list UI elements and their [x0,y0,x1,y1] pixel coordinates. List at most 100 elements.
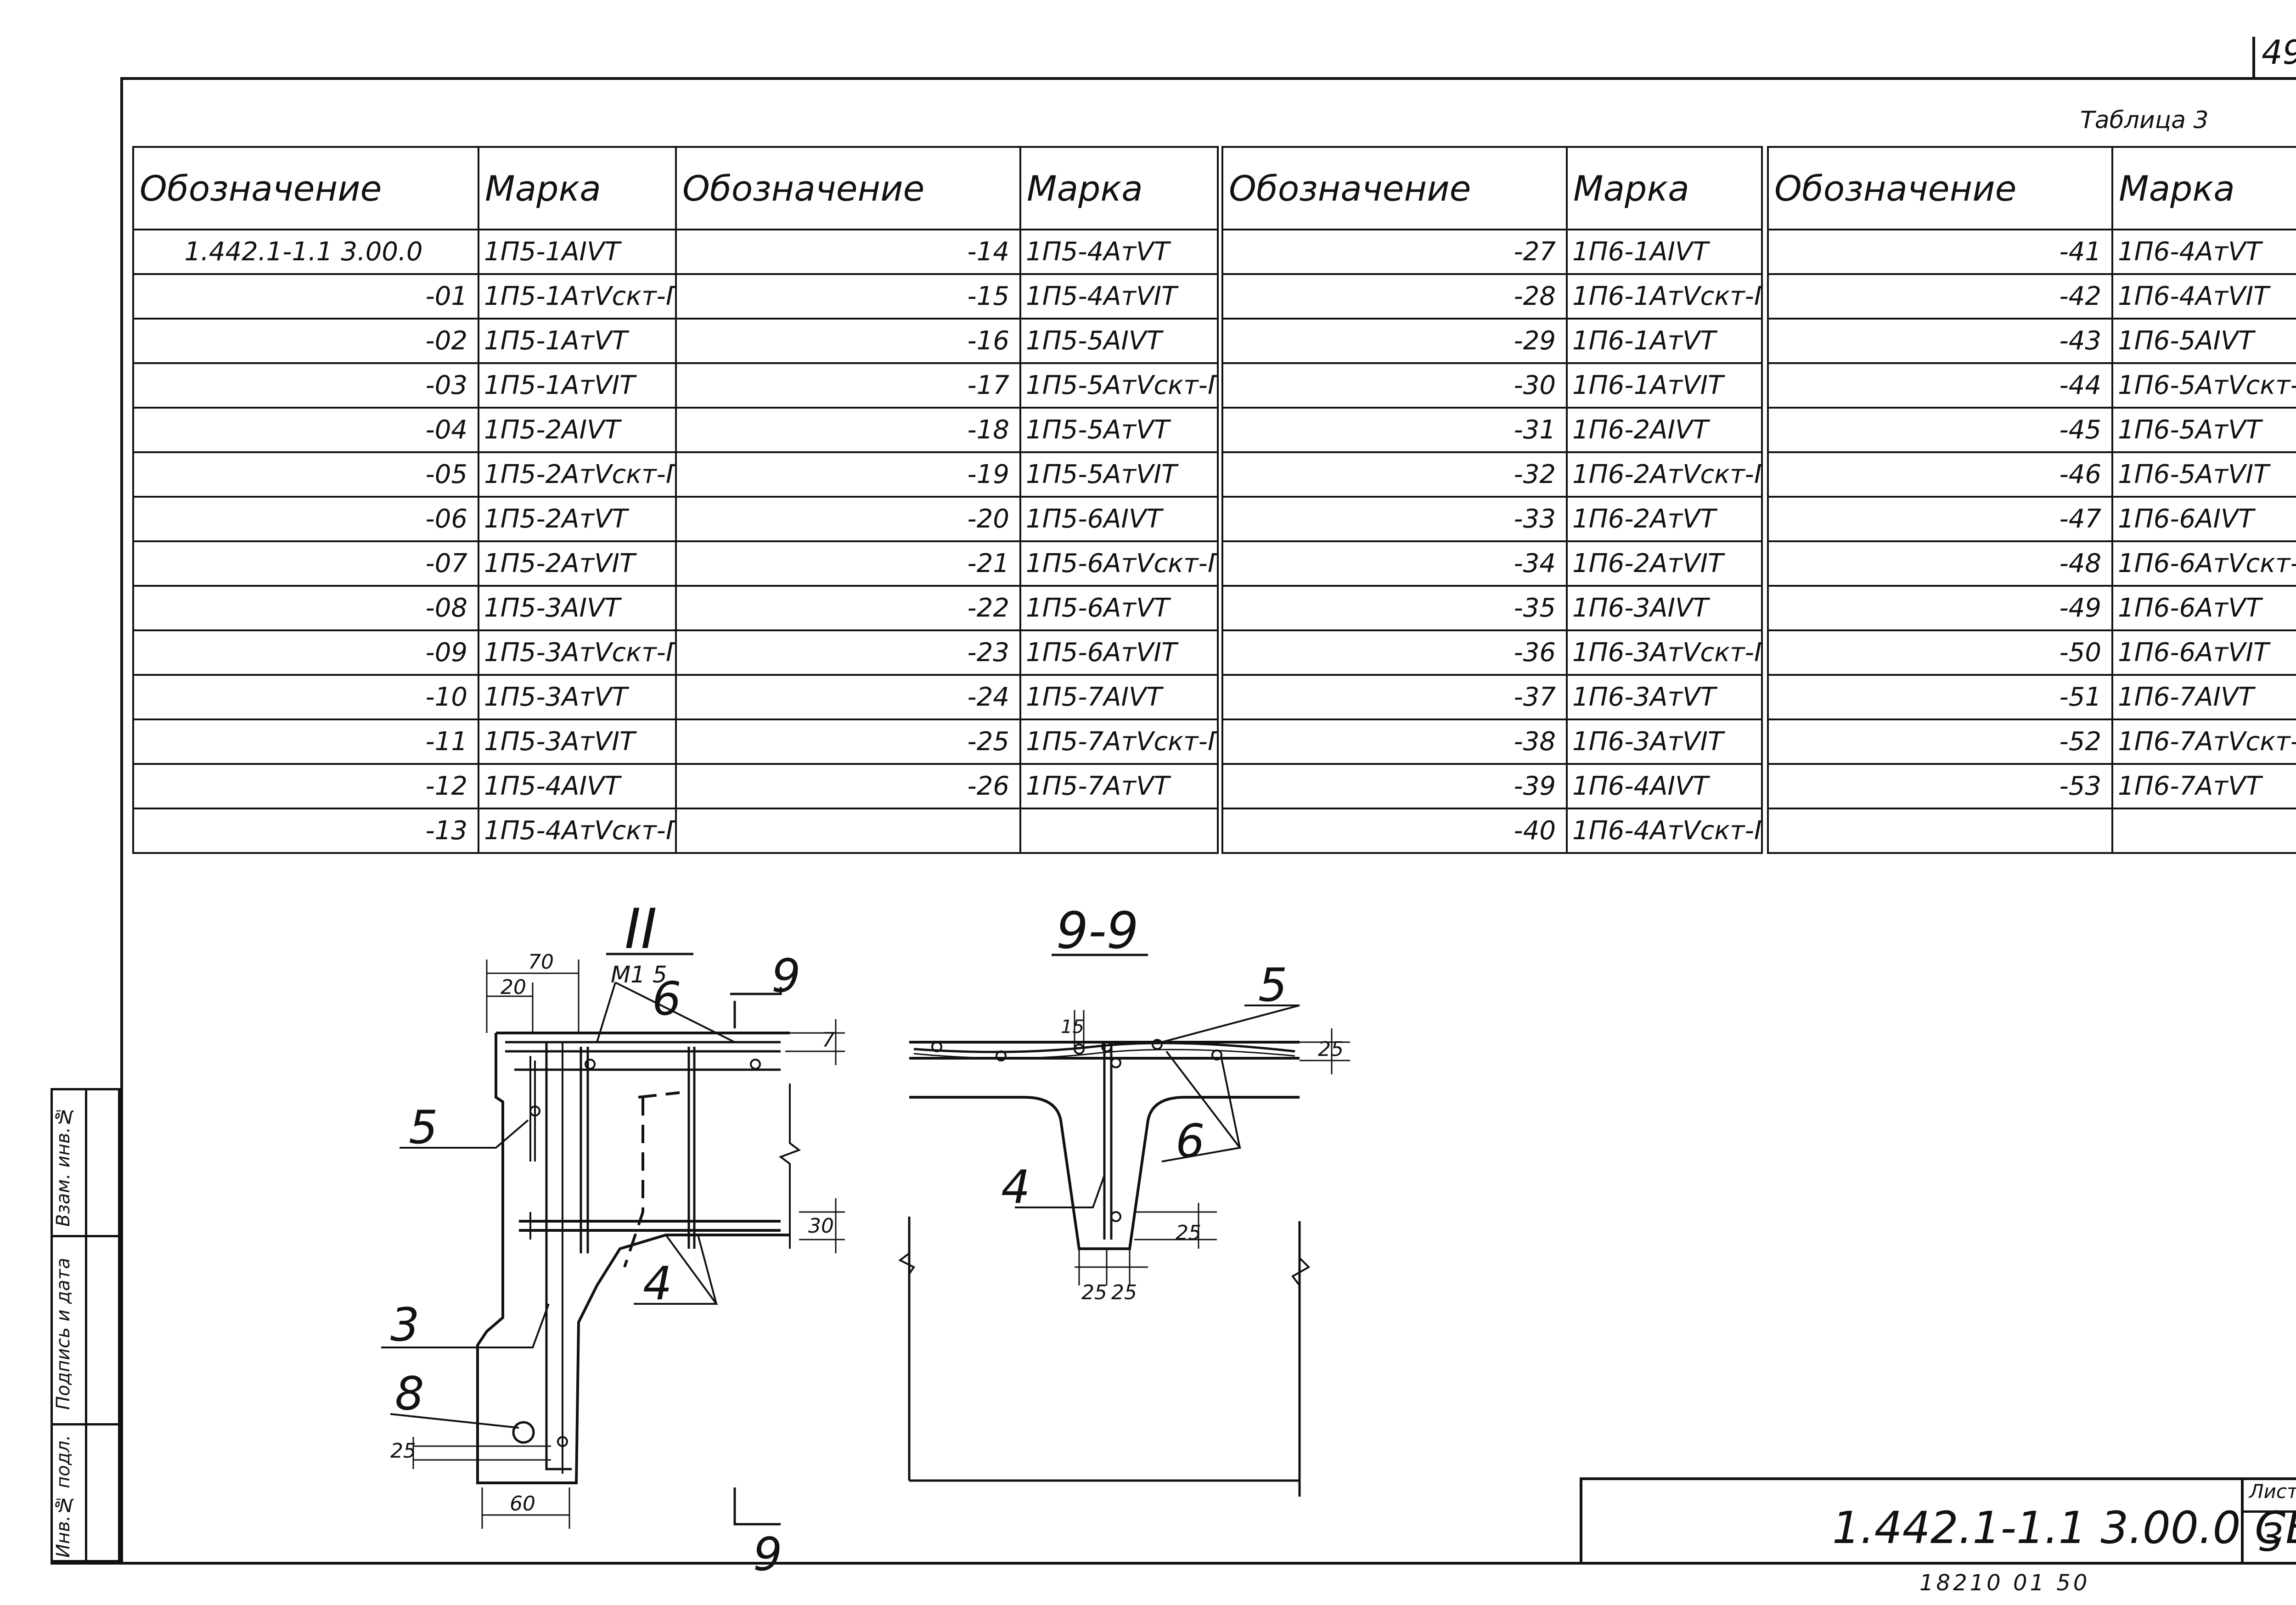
header-designation: Обозначение [132,146,479,230]
designation-cell: -12 [132,763,479,809]
node-hidden-contour [623,1091,680,1268]
side-label-inv: Инв.№ подл. [53,1435,74,1558]
section-bar-4 [1103,1042,1113,1240]
side-approval-strip: Инв.№ подл. Подпись и дата Взам. инв.№ [51,1088,120,1565]
header-mark: Марка [2111,146,2296,230]
designation-cell: -06 [132,496,479,542]
designation-cell: -50 [1767,629,2113,676]
mark-cell: 1П6-2АтVIТ [1566,540,1763,587]
sheet-label: Лист [2249,1480,2296,1503]
mark-cell: 1П5-2АтVIТ [478,540,677,587]
side-label-sign: Подпись и дата [53,1257,74,1410]
rib-outline [909,1096,1300,1250]
mark-cell: 1П5-4АтVIТ [1019,273,1219,320]
mark-cell: 1П5-6АтVIТ [1019,629,1219,676]
dim-20: 20 [501,976,526,999]
designation-cell: -02 [132,318,479,364]
designation-cell: -31 [1221,407,1568,453]
mark-cell: 1П6-3АтVТ [1566,674,1763,720]
dim-25a: 25 [1081,1281,1107,1304]
mark-cell [2111,808,2296,854]
header-designation: Обозначение [1767,146,2113,230]
mark-cell: 1П5-6АтVТ [1019,585,1219,631]
node-detail-drawing [381,953,845,1529]
mark-cell: 1П6-3АIVТ [1566,585,1763,631]
dim-70: 70 [528,950,554,974]
designation-cell: -27 [1221,229,1568,275]
node-bar-8 [512,1421,535,1444]
designation-cell: -41 [1767,229,2113,275]
sheet-number: 3 [2259,1515,2284,1560]
mark-cell: 1П6-5АтVТ [2111,407,2296,453]
designation-cell: -53 [1767,763,2113,809]
dim-25c: 25 [1176,1221,1201,1245]
designation-cell: -52 [1767,718,2113,765]
mark-cell: 1П6-4АтVIТ [2111,273,2296,320]
mark-cell: 1П6-5АтVскт-П [2111,362,2296,409]
side-cell-replace [53,1090,118,1237]
designation-cell: -09 [132,629,479,676]
drawing-frame [120,77,2296,1565]
section-title: 9-9 [1056,901,1139,960]
callout-5: 5 [409,1100,438,1154]
designation-cell: -18 [675,407,1021,453]
designation-cell: -30 [1221,362,1568,409]
designation-cell: -38 [1221,718,1568,765]
designation-cell: -08 [132,585,479,631]
mark-cell: 1П5-2АтVскт-П [478,451,677,498]
designation-cell: -47 [1767,496,2113,542]
designation-cell: -37 [1221,674,1568,720]
mark-cell: 1П6-5АтVIТ [2111,451,2296,498]
node-bottom-bars [519,1220,781,1232]
designation-cell: -04 [132,407,479,453]
mark-cell: 1П5-4АIVТ [478,763,677,809]
title-stamp [1580,1477,2296,1565]
designation-cell: -22 [675,585,1021,631]
mark-cell: 1П5-2АIVТ [478,407,677,453]
table-row [675,808,1219,854]
stamp-separator [2241,1477,2244,1565]
mark-cell [1019,808,1219,854]
designation-cell: -51 [1767,674,2113,720]
mark-cell: 1П5-3АтVскт-П [478,629,677,676]
document-code: 1.442.1-1.1 3.00.0 СБ [1832,1502,2296,1554]
page-corner-number: 49 [2262,33,2296,72]
mark-cell: 1П5-1АтVТ [478,318,677,364]
mark-cell: 1П6-1АтVТ [1566,318,1763,364]
mark-cell: 1П5-7АтVскт-П [1019,718,1219,765]
mark-cell: 1П5-5АтVскт-П [1019,362,1219,409]
section-mark-top: 9 [771,949,801,1003]
node-outline [476,1033,790,1484]
designation-cell: -16 [675,318,1021,364]
mark-cell: 1П6-2АIVТ [1566,407,1763,453]
designation-cell: -46 [1767,451,2113,498]
node-bar-6 [580,1047,589,1253]
table-title: Таблица 3 [2080,107,2209,134]
